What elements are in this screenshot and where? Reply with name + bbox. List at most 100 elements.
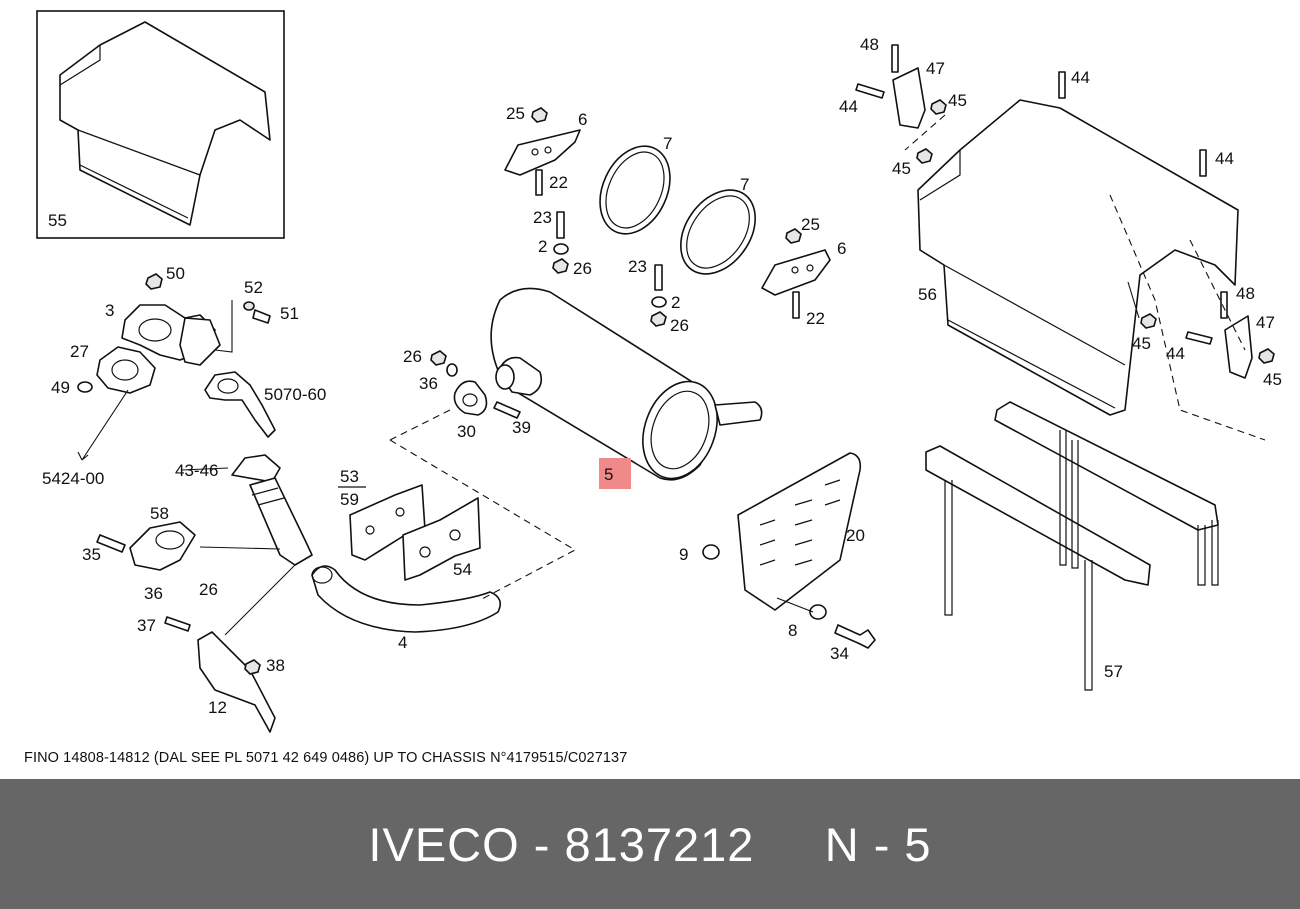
callout-6-upper: 6 — [578, 110, 587, 129]
callout-36-lower: 36 — [144, 584, 163, 603]
callout-2-lower: 2 — [671, 293, 680, 312]
callout-58: 58 — [150, 504, 169, 523]
part-footer-bar: IVECO - 8137212 N - 5 — [0, 779, 1300, 909]
callout-25-lower: 25 — [801, 215, 820, 234]
callout-39: 39 — [512, 418, 531, 437]
inset-heat-shield-55 — [36, 10, 285, 239]
bolt-35 — [96, 534, 126, 553]
nut-38 — [244, 659, 261, 675]
callout-51: 51 — [280, 304, 299, 323]
bolt-48-upper — [891, 44, 899, 73]
washer-8 — [809, 604, 827, 620]
bolt-48-lower — [1220, 291, 1228, 319]
callout-44-left: 44 — [839, 97, 858, 116]
nut-26-washer-36 — [430, 350, 458, 377]
leader-lines — [77, 281, 1140, 636]
callout-38: 38 — [266, 656, 285, 675]
bolt-22-lower — [792, 291, 800, 319]
callout-26-mid: 26 — [403, 347, 422, 366]
strap-7-left — [599, 145, 671, 235]
flange-3 — [121, 304, 221, 366]
callout-3: 3 — [105, 301, 114, 320]
callout-34: 34 — [830, 644, 849, 663]
callout-44-top: 44 — [1071, 68, 1090, 87]
frame-57 — [925, 401, 1219, 691]
strap-7-right — [680, 189, 756, 275]
heat-shield-56 — [917, 99, 1239, 416]
callout-53: 53 — [340, 467, 359, 486]
callout-5424-00: 5424-00 — [42, 469, 104, 488]
bolt-37 — [164, 616, 191, 632]
exploded-parts-diagram: 55 50 52 51 3 27 49 5070-60 5424-00 43-4… — [36, 10, 1282, 733]
bracket-47-lower — [1224, 315, 1253, 379]
callout-44-right: 44 — [1215, 149, 1234, 168]
callout-26-upper: 26 — [573, 259, 592, 278]
highlight-box-5 — [599, 458, 631, 489]
callout-49: 49 — [51, 378, 70, 397]
bracket-12 — [197, 631, 276, 733]
gasket-54 — [402, 497, 481, 581]
callout-45-right: 45 — [1263, 370, 1282, 389]
bracket-6-upper — [504, 129, 581, 176]
callout-4: 4 — [398, 633, 407, 652]
bracket-6-lower — [761, 249, 831, 296]
bolt-22-upper — [535, 169, 543, 196]
callout-47-upper: 47 — [926, 59, 945, 78]
callout-57: 57 — [1104, 662, 1123, 681]
callout-20: 20 — [846, 526, 865, 545]
callout-labels: 55 50 52 51 3 27 49 5070-60 5424-00 43-4… — [42, 35, 1282, 717]
bolt-39 — [493, 401, 521, 419]
washer-2-nut-26-lower — [650, 296, 667, 327]
callout-25-upper: 25 — [506, 104, 525, 123]
callout-47-lower: 47 — [1256, 313, 1275, 332]
hose-4 — [311, 565, 501, 633]
callout-23-lower: 23 — [628, 257, 647, 276]
callout-45-upper: 45 — [948, 91, 967, 110]
callout-37: 37 — [137, 616, 156, 635]
bolt-51 — [243, 301, 271, 324]
washer-49 — [77, 381, 93, 393]
callout-27: 27 — [70, 342, 89, 361]
callout-2-upper: 2 — [538, 237, 547, 256]
callout-8: 8 — [788, 621, 797, 640]
callout-35: 35 — [82, 545, 101, 564]
nut-25-upper — [531, 107, 548, 123]
callout-22-upper: 22 — [549, 173, 568, 192]
callout-48-lower: 48 — [1236, 284, 1255, 303]
bolt-34 — [834, 624, 876, 649]
bolt-23-upper — [556, 211, 565, 239]
callout-52: 52 — [244, 278, 263, 297]
callout-30: 30 — [457, 422, 476, 441]
callout-6-lower: 6 — [837, 239, 846, 258]
washer-9 — [702, 544, 720, 560]
callout-50: 50 — [166, 264, 185, 283]
callout-26-lower-right: 26 — [670, 316, 689, 335]
callout-59: 59 — [340, 490, 359, 509]
nuts-45 — [916, 99, 1275, 364]
part-number-label: IVECO - 8137212 N - 5 — [368, 817, 932, 871]
callout-5: 5 — [604, 465, 613, 484]
callout-44-lower: 44 — [1166, 344, 1185, 363]
callout-48-upper: 48 — [860, 35, 879, 54]
nut-25-lower — [785, 228, 802, 244]
callout-55: 55 — [48, 211, 67, 230]
callout-23-upper: 23 — [533, 208, 552, 227]
callout-9: 9 — [679, 545, 688, 564]
washer-2-nut-26-upper — [552, 243, 569, 274]
callout-12: 12 — [208, 698, 227, 717]
nut-50 — [145, 273, 163, 290]
callout-7-right: 7 — [740, 175, 749, 194]
bolts-44 — [855, 71, 1213, 345]
flange-gasket-27 — [96, 346, 156, 394]
bracket-47-upper — [892, 67, 926, 129]
heat-shield-20 — [737, 452, 862, 611]
muffler-5 — [490, 287, 763, 481]
callout-54: 54 — [453, 560, 472, 579]
callout-26-lower: 26 — [199, 580, 218, 599]
clamp-30 — [453, 380, 488, 416]
callout-45-mid: 45 — [1132, 334, 1151, 353]
diagram-caption: FINO 14808-14812 (DAL SEE PL 5071 42 649… — [24, 750, 628, 766]
clamp-5070-60 — [204, 371, 276, 438]
callout-7-left: 7 — [663, 134, 672, 153]
pipe-43-46 — [231, 454, 313, 566]
